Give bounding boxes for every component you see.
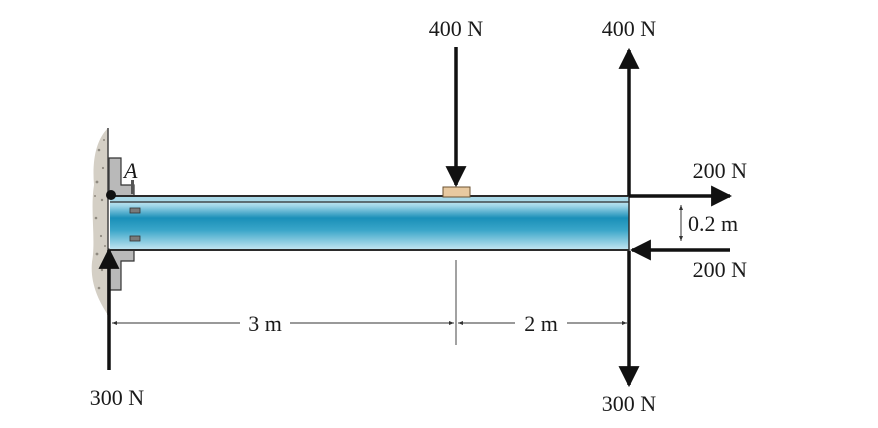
bottom-bracket [108,249,135,291]
wall [91,128,109,315]
force-support-up-label: 300 N [90,385,145,410]
couple-arm-label: 0.2 m [688,211,738,236]
force-couple-left-label: 200 N [693,257,748,282]
force-end-up-label: 400 N [602,16,657,41]
point-a: A [106,158,138,200]
force-middle-down-label: 400 N [429,16,484,41]
load-block [442,186,471,198]
beam [110,195,630,251]
point-a-label: A [122,158,138,183]
force-end-down-label: 300 N [602,391,657,416]
force-couple-right-label: 200 N [693,158,748,183]
couple-arm-dimension: 0.2 m [679,205,738,241]
span-dimensions: 3 m 2 m [112,260,627,345]
span-1-label: 3 m [248,311,282,336]
span-2-label: 2 m [524,311,558,336]
